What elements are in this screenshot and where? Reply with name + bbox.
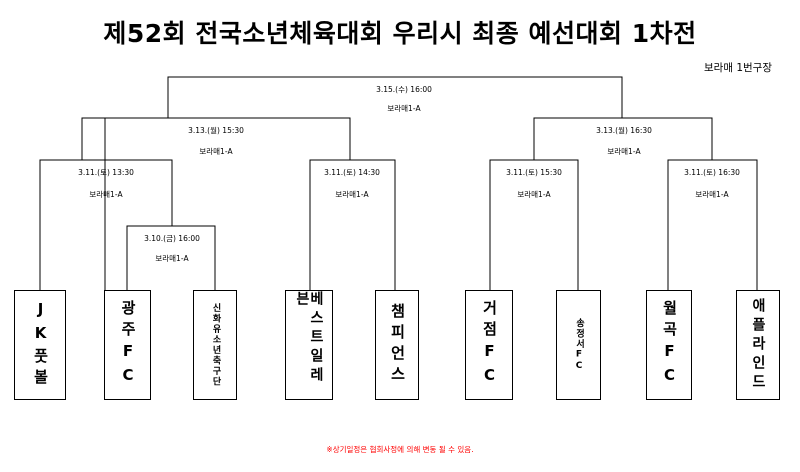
team-box-best11: 베스트일레븐 <box>285 290 333 400</box>
team-box-sinhwa: 신화유소년축구단 <box>193 290 237 400</box>
semi-right-connector <box>533 117 713 160</box>
schedule-notice: ※상기일정은 협회사정에 의해 변동 될 수 있음. <box>326 445 474 454</box>
final-field: 보라매1-A <box>387 104 421 113</box>
r1-time: 3.10.(금) 16:00 <box>144 234 200 243</box>
qf2-field: 보라매1-A <box>335 190 369 199</box>
qf4-time: 3.11.(토) 16:30 <box>684 168 740 177</box>
venue-label: 보라매 1번구장 <box>704 62 772 74</box>
team-name: JK풋볼 <box>31 300 50 390</box>
semi-left-right-leg <box>309 159 396 290</box>
qf4-connector <box>667 159 758 290</box>
team-box-champions: 챔피언스 <box>375 290 419 400</box>
team-name: 애플라인드 <box>750 297 766 393</box>
qf4-field: 보라매1-A <box>695 190 729 199</box>
team-box-gwangju: 광주FC <box>104 290 151 400</box>
semi-left-connector <box>39 117 351 290</box>
team-name: 월곡FC <box>660 300 679 390</box>
qf1-field: 보라매1-A <box>89 190 123 199</box>
team-box-applelind: 애플라인드 <box>736 290 780 400</box>
qf3-time: 3.11.(토) 15:30 <box>506 168 562 177</box>
r1-field: 보라매1-A <box>155 254 189 263</box>
semi-right-time: 3.13.(월) 16:30 <box>596 126 652 135</box>
qf2-time: 3.11.(토) 14:30 <box>324 168 380 177</box>
team-name: 베스트일레븐 <box>294 291 324 386</box>
final-time: 3.15.(수) 16:00 <box>376 85 432 94</box>
qf3-field: 보라매1-A <box>517 190 551 199</box>
team-name: 신화유소년축구단 <box>210 303 221 387</box>
team-box-jk: JK풋볼 <box>14 290 66 400</box>
page-title: 제52회 전국소년체육대회 우리시 최종 예선대회 1차전 <box>103 19 697 48</box>
qf3-connector <box>489 159 579 290</box>
semi-left-field: 보라매1-A <box>199 147 233 156</box>
qf1-connector <box>40 159 173 226</box>
team-box-geojeom: 거점FC <box>465 290 513 400</box>
team-box-wolgok: 월곡FC <box>646 290 692 400</box>
semi-left-time: 3.13.(월) 15:30 <box>188 126 244 135</box>
team-name: 거점FC <box>480 300 499 390</box>
team-name: 광주FC <box>119 300 137 390</box>
team-box-songjeongseo: 송정서FC <box>556 290 601 400</box>
semi-right-field: 보라매1-A <box>607 147 641 156</box>
qf1-time: 3.11.(토) 13:30 <box>78 168 134 177</box>
team-name: 챔피언스 <box>388 303 407 387</box>
team-name: 송정서FC <box>574 317 584 373</box>
r1-connector <box>126 225 216 290</box>
